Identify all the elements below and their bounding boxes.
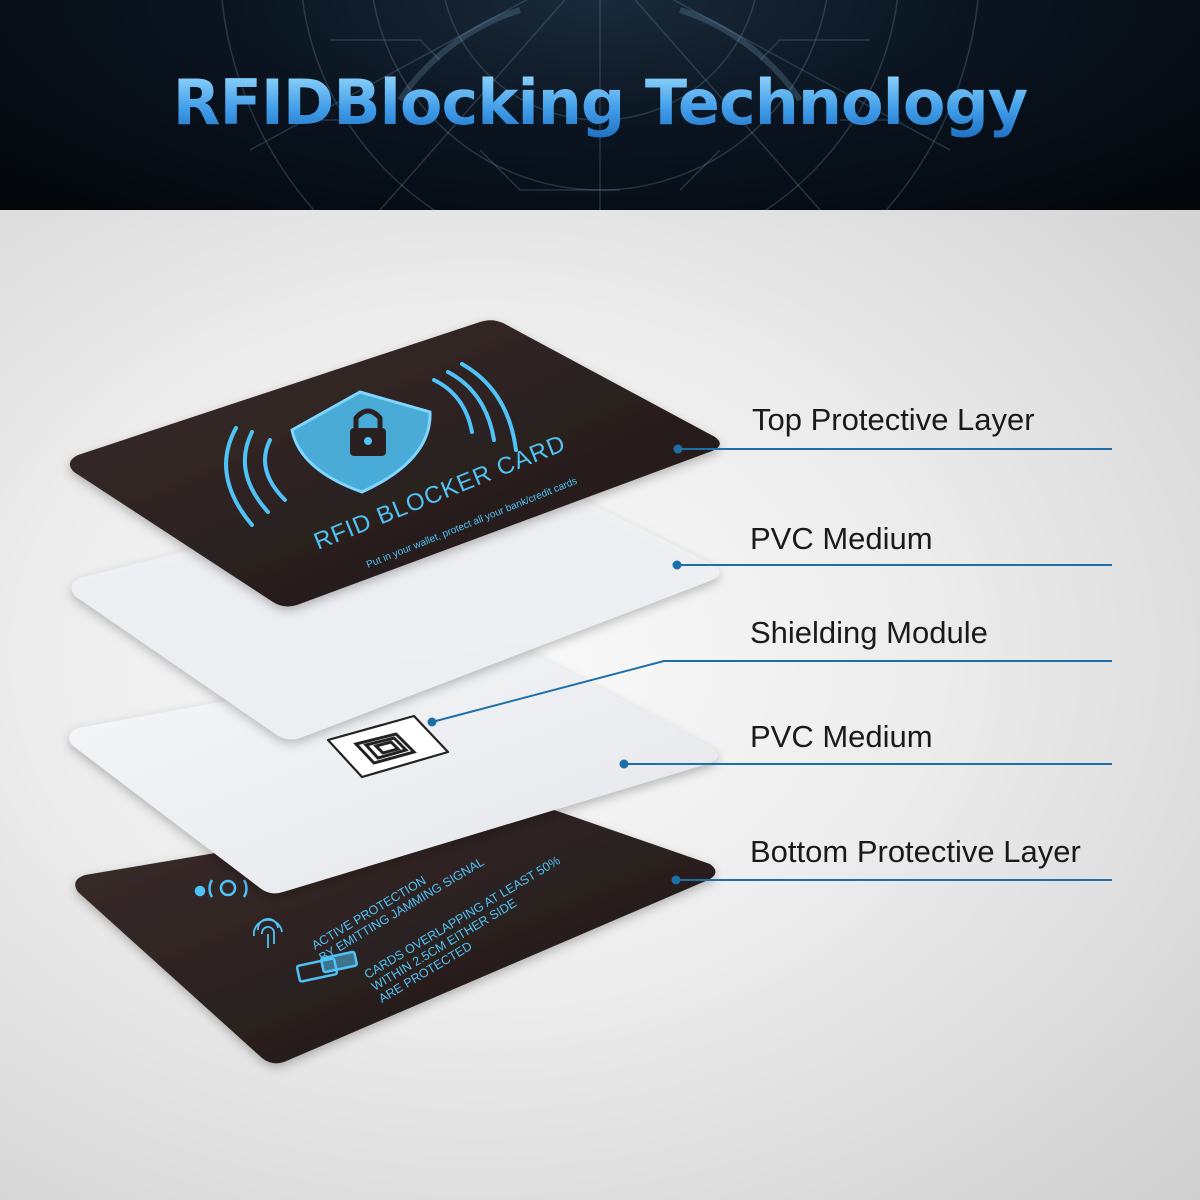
lower-pvc-medium-card xyxy=(69,647,718,894)
label-shielding-module: Shielding Module xyxy=(750,615,988,650)
leader-dot-pvc-upper xyxy=(672,560,682,570)
overlapping-cards-icon xyxy=(295,950,358,983)
card-stack: ACTIVE PROTECTION BY EMITTING JAMMING SI… xyxy=(69,320,1112,1064)
circuit-background xyxy=(221,0,979,210)
bottom-protective-layer-card: ACTIVE PROTECTION BY EMITTING JAMMING SI… xyxy=(75,801,716,1064)
page-title: RFIDBlocking Technology xyxy=(0,66,1200,139)
label-pvc-medium-lower: PVC Medium xyxy=(750,719,933,754)
leader-dot-top xyxy=(673,444,683,454)
leader-line-shielding xyxy=(431,660,1112,723)
label-pvc-medium-upper: PVC Medium xyxy=(750,521,933,556)
leader-dot-pvc-lower xyxy=(619,759,629,769)
shielding-module-chip xyxy=(326,714,450,779)
upper-pvc-medium-card xyxy=(71,467,720,740)
shield-lock-icon xyxy=(290,390,432,494)
label-top-protective-layer: Top Protective Layer xyxy=(752,402,1035,437)
layer-diagram: ACTIVE PROTECTION BY EMITTING JAMMING SI… xyxy=(0,210,1200,1200)
header-banner: RFIDBlocking Technology xyxy=(0,0,1200,210)
fingerprint-icon xyxy=(252,918,283,948)
leader-dot-shielding xyxy=(427,717,437,727)
leader-dots xyxy=(427,444,683,885)
leader-lines xyxy=(431,448,1112,881)
signal-waves-icon xyxy=(224,362,518,527)
leader-dot-bottom xyxy=(671,875,681,885)
jamming-signal-icon xyxy=(194,879,248,898)
label-bottom-protective-layer: Bottom Protective Layer xyxy=(750,834,1081,869)
